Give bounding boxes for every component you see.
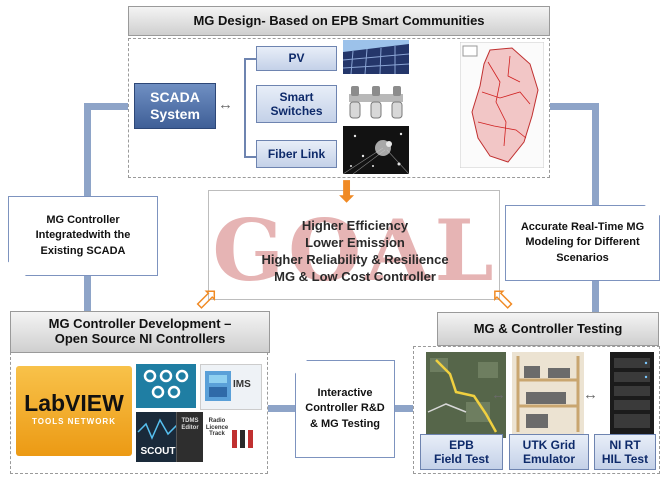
utk-line2: Emulator [522, 452, 575, 466]
ims-logo: IMS [200, 364, 262, 410]
dev-section-header: MG Controller Development –Open Source N… [10, 311, 270, 353]
utk-line1: UTK Grid [522, 437, 576, 452]
goal-line-4: MG & Low Cost Controller [274, 269, 436, 284]
left-callout: MG Controller Integratedwith the Existin… [8, 196, 158, 276]
top-section-header: MG Design- Based on EPB Smart Communitie… [128, 6, 550, 36]
epb-line1: EPB [449, 437, 474, 452]
goal-line-2: Lower Emission [305, 235, 405, 250]
double-arrow-test-1: ↔ [491, 386, 506, 403]
labview-logo: LabVIEW TOOLS NETWORK [16, 366, 132, 456]
fiber-link-box: Fiber Link [256, 140, 337, 168]
service-area-map-image [460, 42, 544, 168]
ims-logo-text: IMS [233, 379, 251, 390]
double-arrow-test-2: ↔ [583, 386, 598, 403]
flow-line-bottom-left [268, 405, 298, 412]
epb-line2: Field Test [433, 452, 490, 466]
fiber-optic-image [343, 126, 409, 174]
interactive-callout: Interactive Controller R&D & MG Testing [295, 360, 395, 458]
double-arrow-scada: ↔ [218, 96, 233, 113]
nirt-line2: HIL Test [601, 452, 649, 466]
goal-line-3: Higher Reliability & Resilience [261, 252, 449, 267]
utk-grid-emulator-image [512, 352, 584, 434]
smart-switches-box: Smart Switches [256, 85, 337, 123]
goal-line-1: Higher Efficiency [301, 218, 409, 233]
flow-line-top-right [545, 103, 599, 110]
arrow-down-to-goal: ⬇ [334, 176, 360, 209]
dev-header-line2: Open Source NI Controllers [54, 331, 226, 346]
right-callout: Accurate Real-Time MG Modeling for Diffe… [505, 205, 660, 281]
scada-line1: SCADA [150, 89, 200, 106]
right-callout-text: Accurate Real-Time MG Modeling for Diffe… [520, 220, 645, 264]
radio-logo-text: Radio Licence Track [205, 418, 229, 438]
goal-panel: GOAL Higher Efficiency Lower Emission Hi… [208, 190, 500, 300]
arduino-logo [136, 364, 196, 408]
labview-logo-subtext: TOOLS NETWORK [32, 417, 116, 426]
radio-licence-track-logo: Radio Licence Track [204, 412, 260, 462]
ni-rt-hil-image [610, 352, 654, 436]
goal-text: Higher Efficiency Lower Emission Higher … [209, 217, 499, 285]
component-bracket [244, 58, 256, 158]
nirt-line1: NI RT [609, 437, 641, 452]
arrow-up-right-to-goal: ⬀ [194, 282, 220, 315]
smart-switches-label: Smart Switches [270, 89, 323, 118]
arrow-up-left-to-goal: ⬁ [490, 282, 516, 315]
tdms-editor-text: TDMS Editor [181, 418, 199, 431]
flow-line-top-left [84, 103, 132, 110]
interactive-callout-text: Interactive Controller R&D & MG Testing [305, 386, 385, 430]
flow-line-bottom-right [395, 405, 415, 412]
pv-panel-image [343, 40, 409, 74]
labview-logo-text: LabVIEW [24, 390, 124, 416]
pv-box: PV [256, 46, 337, 71]
scout-logo-text: SCOUT [140, 446, 176, 457]
left-callout-text: MG Controller Integratedwith the Existin… [35, 213, 131, 257]
tdms-editor-logo: TDMS Editor [176, 412, 203, 462]
epb-field-map-image [426, 352, 506, 438]
smart-switch-image [343, 80, 409, 122]
testing-section-header: MG & Controller Testing [437, 312, 659, 346]
goal-watermark: GOAL [212, 201, 498, 300]
scada-line2: System [150, 106, 200, 122]
dev-header-line1: MG Controller Development – [48, 316, 232, 332]
